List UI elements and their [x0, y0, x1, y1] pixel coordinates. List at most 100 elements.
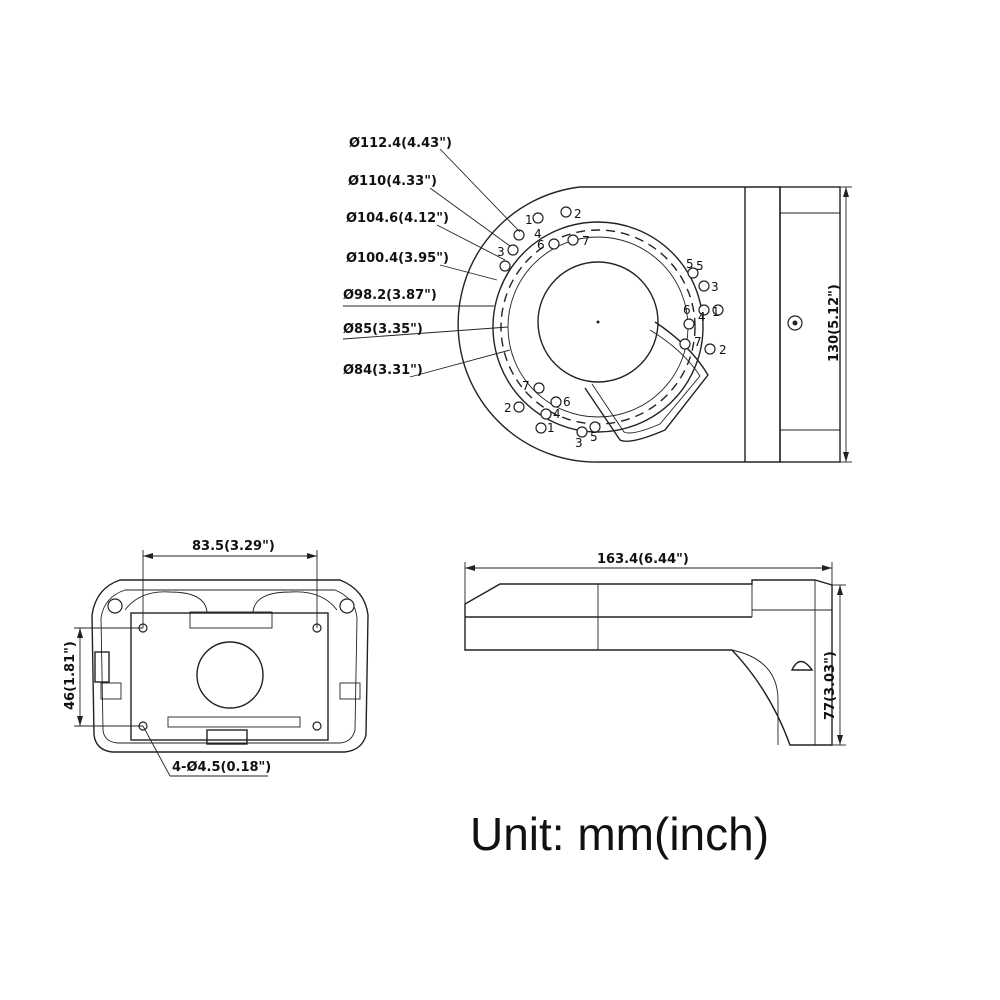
- side-view-screw-head: [790, 660, 814, 671]
- hole-number: 4: [534, 227, 542, 241]
- height-dimension-top: 130(5.12"): [827, 186, 852, 463]
- corner-screw: [339, 598, 355, 614]
- screw-icon-inner: [792, 320, 798, 326]
- mount-hole: [560, 206, 572, 218]
- back-view-top-curve-left: [124, 591, 208, 613]
- hole-number: 7: [582, 234, 590, 248]
- mount-hole: [687, 267, 699, 279]
- mount-hole: [589, 421, 601, 433]
- mount-hole: [576, 426, 588, 438]
- length-dimension-side: 163.4(6.44"): [464, 552, 833, 604]
- side-view-outline: [464, 579, 833, 746]
- side-latch-right: [339, 682, 361, 700]
- diameter-leaders: [342, 148, 521, 378]
- mount-hole: [507, 244, 519, 256]
- leader-line: [436, 224, 506, 261]
- leader-line: [439, 148, 521, 233]
- hole-number: 6: [537, 238, 545, 252]
- hole-numbers: 1 2 4 3 5 6 7 5 3 1 6 4 7 2 7 6 2 4 1 3 …: [497, 207, 727, 450]
- height-label-back: 46(1.81"): [63, 641, 78, 710]
- bottom-slot: [167, 716, 301, 728]
- back-view: 83.5(3.29") 46(1.81") 4-Ø4.5(0.18"): [63, 539, 369, 777]
- height-label-side: 77(3.03"): [823, 651, 838, 720]
- mount-hole: [533, 382, 545, 394]
- hole-number: 4: [553, 407, 561, 421]
- leader-line: [409, 349, 511, 378]
- diameter-label: Ø98.2(3.87"): [343, 288, 437, 303]
- mount-hole: [550, 396, 562, 408]
- mount-hole: [499, 260, 511, 272]
- hole-number: 6: [683, 303, 691, 317]
- mount-hole: [698, 304, 710, 316]
- side-view-arm-curve: [731, 649, 779, 745]
- cable-channel: [584, 321, 709, 442]
- width-label-back: 83.5(3.29"): [192, 539, 275, 554]
- hole-number: 4: [698, 310, 706, 324]
- circle-112: [492, 221, 704, 433]
- mount-hole: [535, 422, 547, 434]
- hole-number: 7: [522, 379, 530, 393]
- mount-hole: [679, 338, 691, 350]
- leader-line: [439, 264, 498, 281]
- hole-number: 1: [525, 213, 533, 227]
- hole-number: 2: [574, 207, 582, 221]
- hole-number: 5: [590, 430, 598, 444]
- side-latch-left: [94, 651, 110, 683]
- mounting-holes: [499, 206, 724, 438]
- holes-label: 4-Ø4.5(0.18"): [172, 760, 271, 775]
- mount-hole: [567, 234, 579, 246]
- height-label-top: 130(5.12"): [827, 284, 842, 362]
- hole-number: 5: [696, 259, 704, 273]
- top-view-outline: [457, 186, 781, 463]
- hole-number: 7: [694, 335, 702, 349]
- center-point: [596, 320, 600, 324]
- hole-number: 5: [686, 257, 694, 271]
- hole-number: 2: [719, 343, 727, 357]
- top-view-end-plate: [779, 186, 841, 463]
- side-latch-left-2: [100, 682, 122, 700]
- holes-leader: [142, 725, 171, 777]
- back-plate: [130, 612, 329, 741]
- hole-number: 1: [547, 421, 555, 435]
- height-dimension-side: 77(3.03"): [823, 584, 846, 746]
- cable-channel-inner: [591, 329, 701, 434]
- diameter-label: Ø104.6(4.12"): [346, 211, 449, 226]
- mount-hole: [683, 318, 695, 330]
- center-opening: [537, 261, 659, 383]
- length-label-side: 163.4(6.44"): [597, 552, 689, 567]
- top-view: 1 2 4 3 5 6 7 5 3 1 6 4 7 2 7 6 2 4 1 3 …: [342, 136, 852, 463]
- leader-line: [342, 326, 509, 340]
- back-plate-slot: [189, 611, 273, 629]
- diameter-label: Ø100.4(3.95"): [346, 251, 449, 266]
- hole-number: 3: [575, 436, 583, 450]
- hole-number: 6: [563, 395, 571, 409]
- diameter-label: Ø84(3.31"): [343, 363, 423, 378]
- cable-opening: [196, 641, 264, 709]
- side-view: 163.4(6.44") 77(3.03"): [464, 552, 846, 746]
- back-view-top-curve-right: [252, 591, 338, 613]
- mount-hole: [712, 304, 724, 316]
- mount-hole: [704, 343, 716, 355]
- hole-number: 3: [711, 280, 719, 294]
- mount-hole: [513, 401, 525, 413]
- mount-hole: [540, 408, 552, 420]
- corner-screw: [107, 598, 123, 614]
- hole-number: 3: [497, 245, 505, 259]
- height-dimension-back: 46(1.81"): [63, 627, 143, 727]
- mount-hole: [548, 238, 560, 250]
- mount-hole-small: [312, 721, 322, 731]
- diameter-label: Ø85(3.35"): [343, 322, 423, 337]
- mount-hole: [513, 229, 525, 241]
- unit-label: Unit: mm(inch): [470, 808, 769, 860]
- mount-hole: [532, 212, 544, 224]
- bottom-tab: [206, 729, 248, 745]
- diameter-label: Ø112.4(4.43"): [349, 136, 452, 151]
- back-view-outline: [91, 579, 369, 753]
- width-dimension-back: 83.5(3.29"): [142, 539, 318, 628]
- mount-hole: [698, 280, 710, 292]
- hole-number: 2: [504, 401, 512, 415]
- leader-line: [429, 187, 511, 247]
- diameter-label: Ø110(4.33"): [348, 174, 437, 189]
- circle-110-dashed: [500, 229, 696, 425]
